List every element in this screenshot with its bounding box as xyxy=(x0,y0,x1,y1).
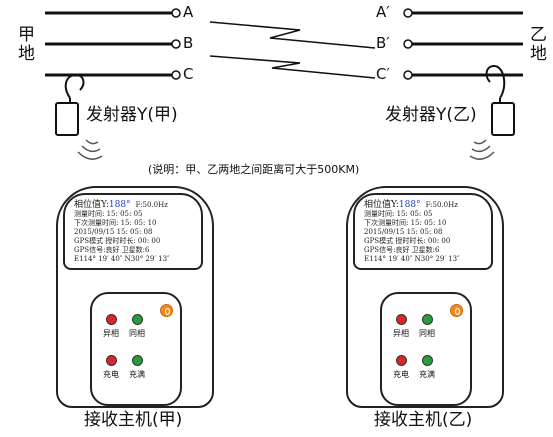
led-label-anti-phase: 异相 xyxy=(103,329,119,338)
transmitter-label-left: 发射器Y(甲) xyxy=(86,105,178,125)
terminal-c-left xyxy=(171,70,181,80)
line-label-a-right: A′ xyxy=(376,3,390,21)
power-button[interactable] xyxy=(450,304,463,317)
screen-line-gps-mode: GPS模式 授时时长: 00: 00 xyxy=(74,237,161,245)
led-same-phase xyxy=(422,314,433,325)
signal-wave-icon-left xyxy=(77,139,103,160)
screen-line-gps-signal: GPS信号:良好 卫星数:6 xyxy=(364,246,440,254)
terminal-a-right xyxy=(403,8,413,18)
receiver-title-right: 接收主机(乙) xyxy=(374,410,473,430)
screen-line-gps-signal: GPS信号:良好 卫星数:6 xyxy=(74,246,150,254)
led-anti-phase xyxy=(106,314,117,325)
screen-line-coordinates: E114° 19′ 40″ N30° 29′ 13″ xyxy=(74,255,170,263)
led-charging xyxy=(396,355,407,366)
phase-value: 188° xyxy=(108,200,131,210)
led-label-charging: 充电 xyxy=(103,370,119,379)
line-label-b-left: B xyxy=(183,34,194,52)
led-label-charging: 充电 xyxy=(393,370,409,379)
terminal-b-right xyxy=(403,39,413,49)
led-label-anti-phase: 异相 xyxy=(393,329,409,338)
screen-line-measure-time: 测量时间: 15: 05: 05 xyxy=(364,210,433,218)
led-label-full: 充满 xyxy=(129,370,145,379)
led-same-phase xyxy=(132,314,143,325)
terminal-b-left xyxy=(171,39,181,49)
receiver-screen-left: 相位值Y:188° F:50.0Hz 测量时间: 15: 05: 05 下次测量时… xyxy=(63,193,203,270)
side-label-right: 乙地 xyxy=(530,25,547,64)
led-full xyxy=(422,355,433,366)
line-label-b-right: B′ xyxy=(376,34,390,52)
line-label-c-left: C xyxy=(183,65,194,83)
screen-line-next-measure: 下次测量时间: 15: 05: 10 xyxy=(74,219,157,227)
led-full xyxy=(132,355,143,366)
led-anti-phase xyxy=(396,314,407,325)
side-label-left: 甲地 xyxy=(18,25,35,64)
line-label-c-right: C′ xyxy=(376,65,390,83)
terminal-a-left xyxy=(171,8,181,18)
led-charging xyxy=(106,355,117,366)
transmitter-body-right xyxy=(491,102,515,136)
transmitter-body-left xyxy=(55,102,79,136)
phase-label: 相位值Y: xyxy=(364,200,399,210)
led-label-same-phase: 同相 xyxy=(129,329,145,338)
terminal-c-right xyxy=(403,70,413,80)
transmitter-clamp-right xyxy=(485,64,506,99)
screen-line-datetime: 2015/09/15 15: 05: 08 xyxy=(74,228,153,236)
frequency-value: F:50.0Hz xyxy=(425,201,458,209)
led-label-same-phase: 同相 xyxy=(419,329,435,338)
distance-break-line-bottom xyxy=(209,55,376,79)
transmitter-label-right: 发射器Y(乙) xyxy=(385,105,477,125)
led-label-full: 充满 xyxy=(419,370,435,379)
phase-label: 相位值Y: xyxy=(74,200,109,210)
frequency-value: F:50.0Hz xyxy=(135,201,168,209)
receiver-device-left: 相位值Y:188° F:50.0Hz 测量时间: 15: 05: 05 下次测量时… xyxy=(56,186,214,408)
screen-line-coordinates: E114° 19′ 40″ N30° 29′ 13″ xyxy=(364,255,460,263)
control-panel-right: 异相 同相 充电 充满 xyxy=(380,292,472,406)
screen-line-next-measure: 下次测量时间: 15: 05: 10 xyxy=(364,219,447,227)
receiver-screen-right: 相位值Y:188° F:50.0Hz 测量时间: 15: 05: 05 下次测量时… xyxy=(353,193,493,270)
phase-value: 188° xyxy=(398,200,421,210)
signal-wave-icon-right xyxy=(469,139,495,160)
power-line-diagram xyxy=(45,8,523,160)
screen-line-measure-time: 测量时间: 15: 05: 05 xyxy=(74,210,143,218)
distance-note: (说明：甲、乙两地之间距离可大于500KM) xyxy=(148,163,360,176)
screen-line-gps-mode: GPS模式 授时时长: 00: 00 xyxy=(364,237,451,245)
screen-line-datetime: 2015/09/15 15: 05: 08 xyxy=(364,228,443,236)
receiver-device-right: 相位值Y:188° F:50.0Hz 测量时间: 15: 05: 05 下次测量时… xyxy=(346,186,504,408)
transmitter-clamp-left xyxy=(64,73,85,99)
power-button[interactable] xyxy=(160,304,173,317)
line-label-a-left: A xyxy=(183,3,194,21)
control-panel-left: 异相 同相 充电 充满 xyxy=(90,292,182,406)
receiver-title-left: 接收主机(甲) xyxy=(84,410,183,430)
distance-break-line-top xyxy=(209,21,376,49)
